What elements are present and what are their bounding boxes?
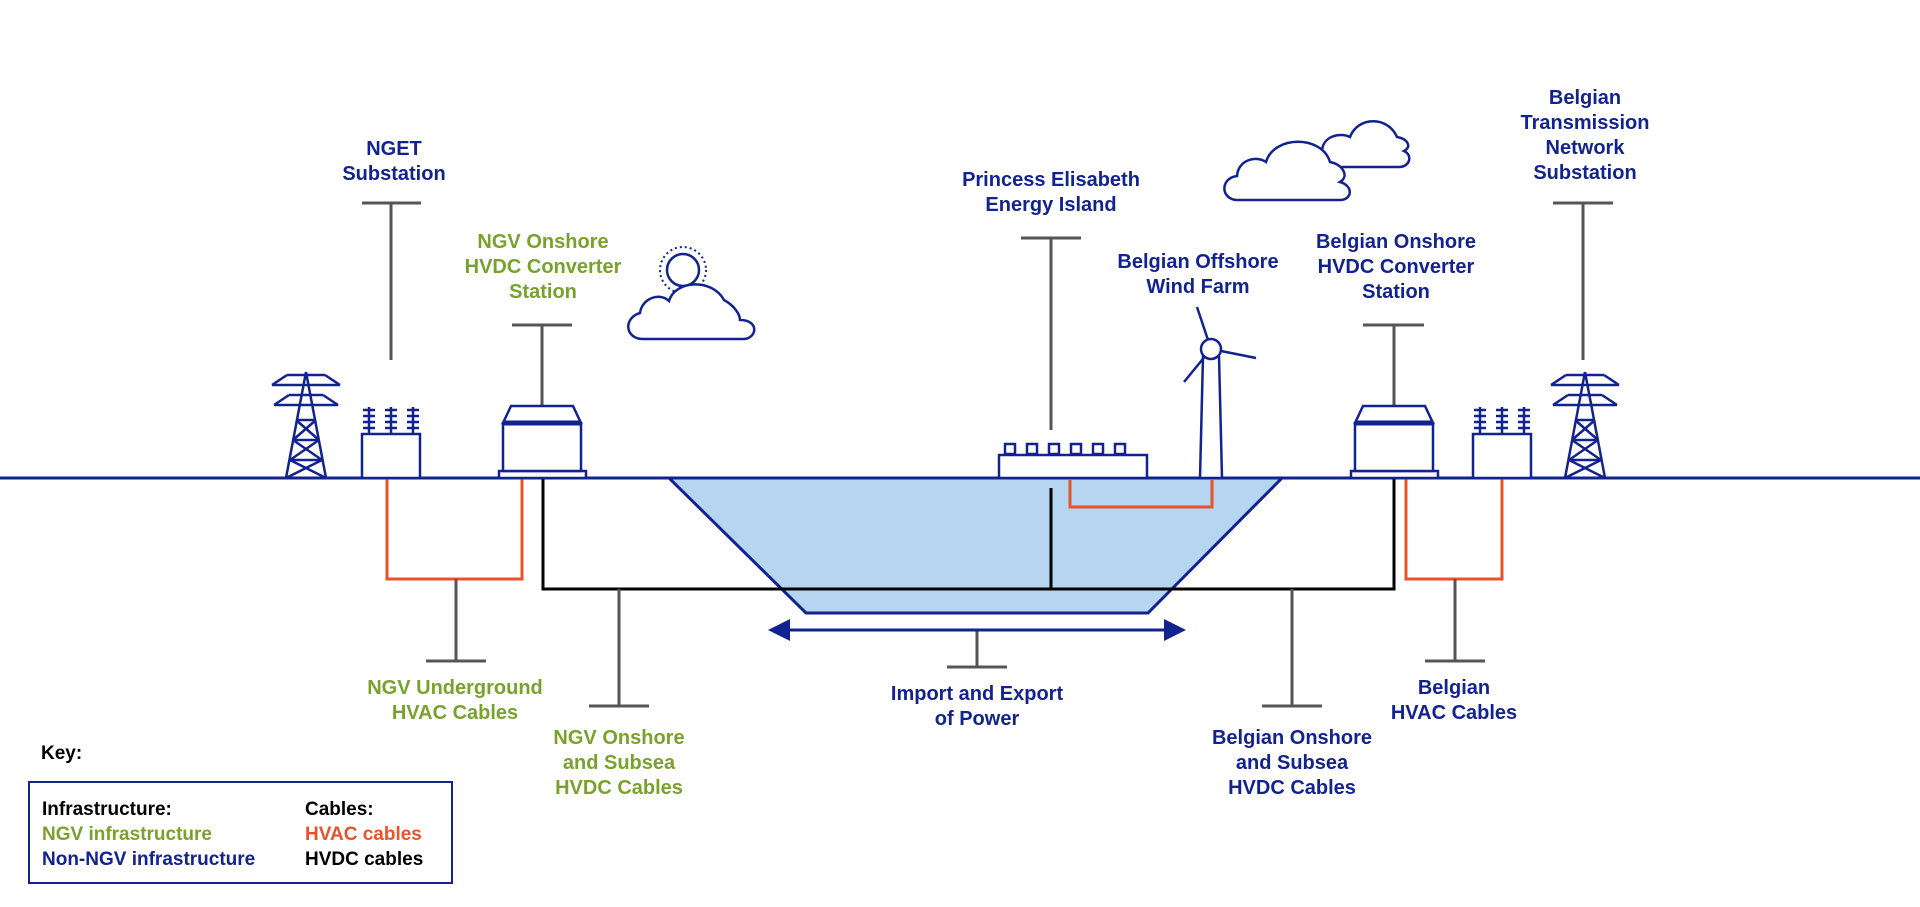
key-legend: Infrastructure: NGV infrastructure Non-N… [28, 781, 453, 884]
hvdc-cable-route [541, 478, 1396, 591]
key-hvac-cables: HVAC cables [305, 824, 422, 845]
key-infrastructure-column: Infrastructure: NGV infrastructure Non-N… [42, 797, 255, 872]
key-cables-heading: Cables: [305, 799, 374, 820]
key-hvdc-cables: HVDC cables [305, 849, 424, 870]
wind-turbine-icon [1183, 306, 1257, 480]
substation-right-icon [1471, 407, 1533, 480]
key-title: Key: [41, 743, 83, 764]
converter-station-left-icon [497, 404, 588, 480]
key-cables-column: Cables: HVAC cables HVDC cables [305, 797, 423, 872]
energy-island-icon [997, 442, 1149, 480]
cloud-icon [1317, 120, 1411, 169]
key-infrastructure-heading: Infrastructure: [42, 799, 172, 820]
key-non-ngv-infrastructure: Non-NGV infrastructure [42, 849, 256, 870]
converter-station-right-icon [1349, 404, 1440, 480]
substation-left-icon [360, 407, 422, 480]
key-ngv-infrastructure: NGV infrastructure [42, 824, 212, 845]
cloud-icon [1223, 140, 1351, 202]
pylon-left-icon [271, 371, 341, 480]
sea-area [665, 476, 1286, 615]
import-export-arrow [768, 619, 1186, 641]
cloud-icon [627, 283, 756, 341]
pylon-right-icon [1550, 371, 1620, 480]
leader-lines [362, 201, 1613, 708]
